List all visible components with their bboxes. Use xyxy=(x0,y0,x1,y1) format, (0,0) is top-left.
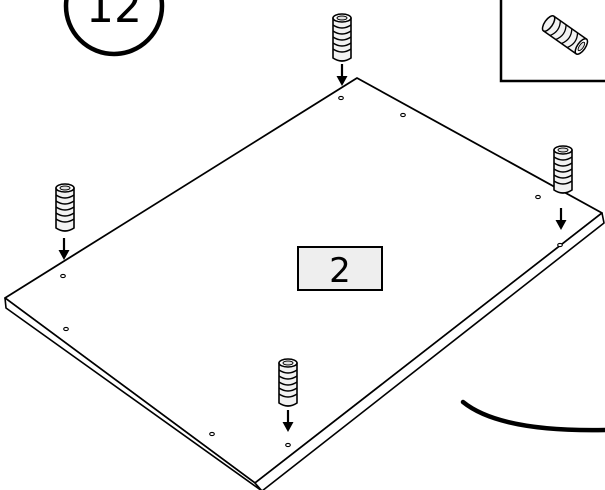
arrow-down-icon xyxy=(57,236,71,262)
part-number: 2 xyxy=(329,251,351,291)
dowel-icon xyxy=(553,145,573,194)
dowel-icon xyxy=(332,13,352,62)
dowel-icon xyxy=(541,15,589,55)
callout-curve xyxy=(460,399,605,433)
dowel-left xyxy=(55,183,75,262)
part-label: 2 xyxy=(297,246,383,291)
arrow-down-icon xyxy=(335,62,349,88)
hole xyxy=(535,194,541,200)
dowel-top xyxy=(332,13,352,88)
hole xyxy=(338,95,344,101)
panel-holes xyxy=(60,95,563,448)
hole xyxy=(400,112,406,118)
hole xyxy=(557,242,563,248)
step-number: 12 xyxy=(86,0,142,33)
hole xyxy=(285,442,291,448)
step-number-badge: 12 xyxy=(63,0,165,57)
hole xyxy=(63,326,69,332)
dowel-icon xyxy=(278,358,298,407)
dowel-detail-box xyxy=(499,0,605,83)
hole xyxy=(209,431,215,437)
hole xyxy=(60,273,66,279)
dowel-icon xyxy=(55,183,75,232)
